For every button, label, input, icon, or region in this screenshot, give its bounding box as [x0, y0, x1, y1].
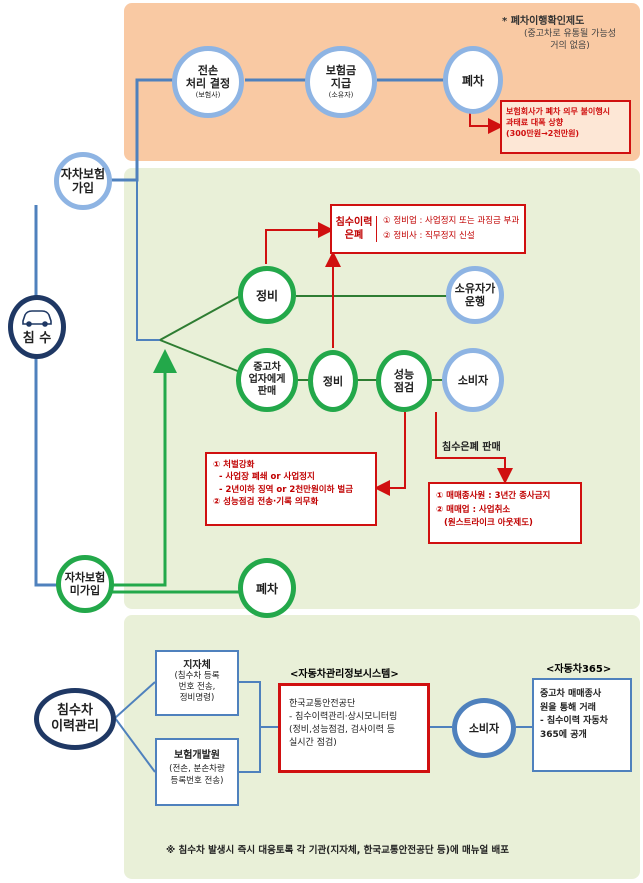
- payment-sub: (소유자): [328, 91, 354, 100]
- insurance-dev-box: 보험개발원 (전손, 분손차량 등록번호 전송): [155, 738, 239, 806]
- manual-footer: ※ 침수차 발생시 즉시 대응토록 각 기관(지자체, 한국교통안전공단 등)에…: [166, 845, 510, 856]
- local-gov-body: (침수차 등록 번호 전송, 정비명령): [174, 671, 220, 704]
- insured-node: 자차보험 가입: [54, 152, 112, 210]
- inspection-node: 성능 점검: [376, 350, 432, 412]
- local-gov-box: 지자체 (침수차 등록 번호 전송, 정비명령): [155, 650, 239, 716]
- concealed-history-box: 침수이력 은폐 ① 정비업 : 사업정지 또는 과징금 부과 ② 정비사 : 직…: [330, 204, 526, 254]
- sale-item: (원스트라이크 아웃제도): [444, 518, 533, 529]
- owner-drive-node: 소유자가 운행: [446, 266, 504, 324]
- concealed-item: ① 정비업 : 사업정지 또는 과징금 부과: [383, 215, 520, 226]
- penalty-item: ② 성능점검 전송·기록 의무화: [213, 496, 319, 507]
- system-box: 한국교통안전공단 - 침수이력관리·상시모니터링 (정비,성능점검, 검사이력 …: [278, 683, 430, 773]
- history-consumer-node: 소비자: [452, 698, 516, 758]
- concealed-item: ② 정비사 : 직무정지 신설: [383, 231, 475, 241]
- scrap-node-uninsured: 폐차: [238, 558, 296, 618]
- insurance-dev-body: (전손, 분손차량 등록번호 전송): [169, 764, 225, 786]
- penalty-item: - 2년이하 징역 or 2천만원이하 벌금: [219, 484, 354, 495]
- penalty-box: ① 처벌강화 - 사업장 폐쇄 or 사업정지 - 2년이하 징역 or 2천만…: [205, 452, 377, 526]
- penalty-item: - 사업장 폐쇄 or 사업정지: [219, 472, 315, 483]
- local-gov-title: 지자체: [183, 660, 211, 671]
- total-loss-sub: (보험사): [195, 91, 221, 100]
- repair-node: 정비: [238, 266, 296, 324]
- payment-node: 보험금 지급 (소유자): [305, 46, 377, 118]
- scrap-node-insured: 폐차: [443, 46, 503, 114]
- scrap-penalty-box: 보험회사가 폐차 의무 불이행시 과태료 대폭 상향 (300만원→2천만원): [500, 100, 631, 154]
- flood-center-node: 침 수: [8, 295, 66, 359]
- payment-label: 보험금 지급: [325, 63, 357, 90]
- concealed-label: 침수이력 은폐: [332, 216, 377, 242]
- total-loss-label: 전손 처리 결정: [185, 63, 231, 90]
- scrap-confirmation-note: (중고차로 유통될 가능성 거의 없음): [523, 29, 617, 52]
- history-mgmt-node: 침수차 이력관리: [34, 688, 116, 750]
- sale-item: ② 매매업 : 사업취소: [436, 504, 511, 515]
- insurance-dev-title: 보험개발원: [174, 750, 220, 761]
- sale-item: ① 매매종사원 : 3년간 종사금지: [436, 491, 551, 501]
- total-loss-node: 전손 처리 결정 (보험사): [172, 46, 244, 118]
- dealer-sale-node: 중고차 업자에게 판매: [236, 348, 298, 412]
- concealed-sale-label: 침수은폐 판매: [442, 442, 501, 453]
- concealed-sale-box: ① 매매종사원 : 3년간 종사금지 ② 매매업 : 사업취소 (원스트라이크 …: [428, 482, 582, 544]
- uninsured-node: 자차보험 미가입: [56, 555, 114, 613]
- consumer-node: 소비자: [442, 348, 504, 412]
- system-title: <자동차관리정보시스템>: [290, 669, 399, 680]
- penalty-item: ① 처벌강화: [213, 460, 255, 470]
- car-icon: [22, 309, 52, 327]
- center-label: 침 수: [22, 330, 52, 346]
- repair2-node: 정비: [308, 350, 358, 412]
- car365-box: 중고차 매매종사 원을 통해 거래 - 침수이력 자동차 365에 공개: [532, 678, 632, 772]
- car365-title: <자동차365>: [546, 664, 612, 675]
- scrap-confirmation-title: * 폐차이행확인제도: [502, 16, 585, 27]
